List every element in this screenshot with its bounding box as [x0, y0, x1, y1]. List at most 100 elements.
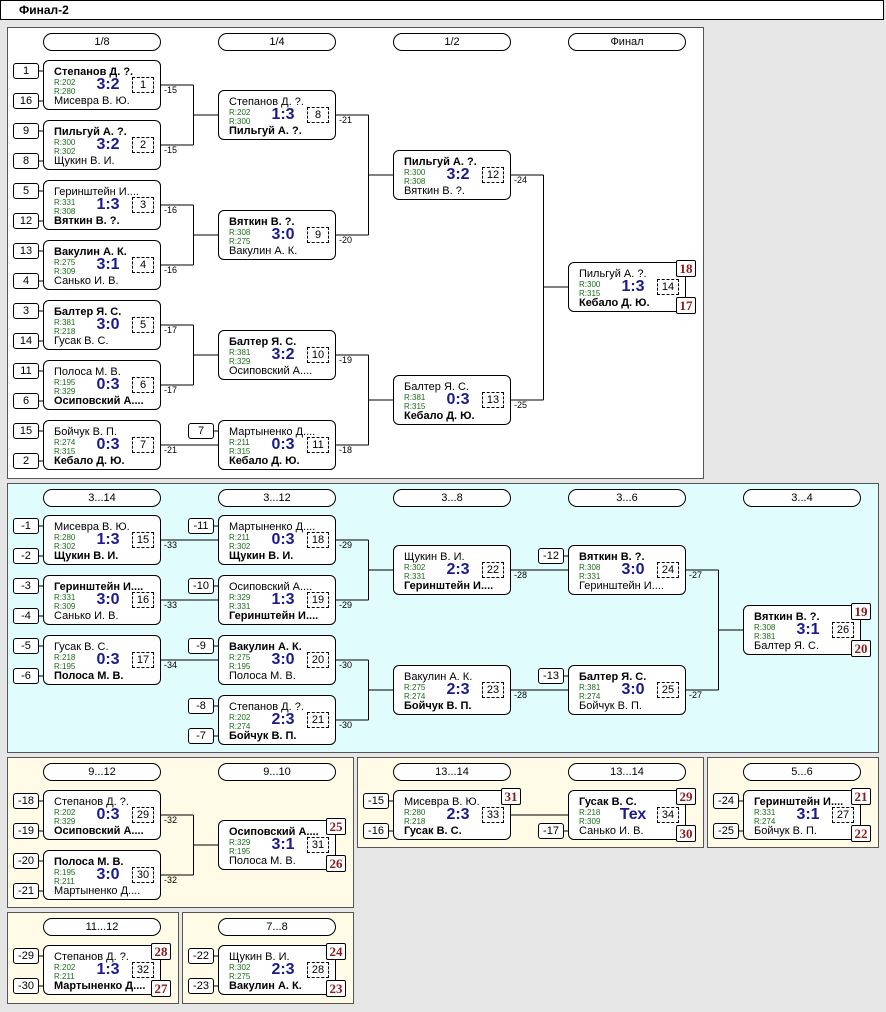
match-score: 2:3 — [446, 561, 470, 578]
seed-badge: -12 — [538, 548, 564, 564]
match-score: 3:0 — [96, 866, 120, 883]
rating-bottom: R:300 — [229, 117, 251, 126]
loser-destination: -30 — [339, 720, 353, 730]
round-header: 7...8 — [218, 918, 336, 936]
rating-top: R:300 — [54, 138, 76, 147]
match-number: 17 — [132, 652, 154, 668]
rating-bottom: R:274 — [754, 817, 776, 826]
loser-destination: -32 — [164, 875, 178, 885]
match-score: 3:2 — [96, 76, 120, 93]
rating-bottom: R:308 — [404, 177, 426, 186]
match-score: 2:3 — [446, 681, 470, 698]
rating-top: R:202 — [54, 78, 76, 87]
match-number: 18 — [307, 532, 329, 548]
match-number: 20 — [307, 652, 329, 668]
player-top: Вакулин А. К. — [54, 246, 127, 258]
match-score: 0:3 — [96, 651, 120, 668]
match-number: 32 — [132, 962, 154, 978]
match-number: 23 — [482, 682, 504, 698]
seed-badge: 12 — [13, 213, 39, 229]
match-number: 2 — [132, 137, 154, 153]
seed-badge: -10 — [188, 578, 214, 594]
rating-top: R:218 — [579, 808, 601, 817]
round-header: 5...6 — [743, 763, 861, 781]
match-score: 3:0 — [621, 561, 645, 578]
player-bottom: Вяткин В. ?. — [54, 215, 120, 227]
match-score: 1:3 — [96, 196, 120, 213]
rating-bottom: R:274 — [404, 692, 426, 701]
loser-destination: -34 — [164, 660, 178, 670]
rating-bottom: R:315 — [579, 289, 601, 298]
rating-bottom: R:329 — [54, 387, 76, 396]
rating-bottom: R:309 — [579, 817, 601, 826]
round-header: 3...6 — [568, 489, 686, 507]
round-header: 3...14 — [43, 489, 161, 507]
rating-bottom: R:309 — [54, 267, 76, 276]
place-badge-top: 25 — [326, 818, 346, 835]
player-bottom: Осиповский А.... — [229, 365, 313, 377]
player-bottom: Мартыненко Д.... — [54, 980, 146, 992]
seed-badge: 2 — [13, 453, 39, 469]
rating-bottom: R:331 — [229, 602, 251, 611]
match-number: 29 — [132, 807, 154, 823]
match-score: 1:3 — [96, 961, 120, 978]
player-top: Балтер Я. С. — [229, 336, 297, 348]
seed-badge: -6 — [13, 668, 39, 684]
player-bottom: Осиповский А.... — [54, 395, 144, 407]
player-top: Мисевра В. Ю. — [404, 796, 480, 808]
player-top: Щукин В. И. — [229, 951, 290, 963]
seed-badge: -5 — [13, 638, 39, 654]
place-badge-bottom: 23 — [326, 980, 346, 997]
match-number: 22 — [482, 562, 504, 578]
round-header: 11...12 — [43, 918, 161, 936]
rating-bottom: R:211 — [54, 972, 75, 981]
match-score: 3:2 — [271, 346, 295, 363]
player-top: Щукин В. И. — [404, 551, 465, 563]
player-top: Полоса М. В. — [54, 366, 121, 378]
rating-bottom: R:274 — [579, 692, 601, 701]
match-score: 3:0 — [96, 591, 120, 608]
rating-bottom: R:331 — [404, 572, 426, 581]
match-score: 3:2 — [446, 166, 470, 183]
seed-badge: 7 — [188, 423, 214, 439]
match-number: 9 — [307, 227, 329, 243]
match-number: 7 — [132, 437, 154, 453]
seed-badge: 16 — [13, 93, 39, 109]
rating-top: R:331 — [54, 198, 76, 207]
rating-top: R:329 — [229, 593, 251, 602]
